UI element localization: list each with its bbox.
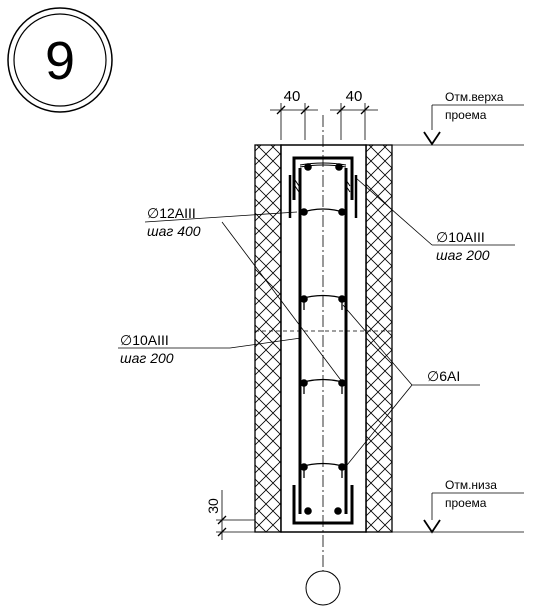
dim-left-40: 40 [284, 88, 301, 105]
rebar-12-spacing: шаг 400 [147, 223, 201, 239]
dim-right-40: 40 [346, 88, 363, 105]
callout-rebar-12: ∅12AIII шаг 400 [144, 205, 344, 384]
callout-stirrup-6: ∅6AI [342, 304, 480, 471]
top-level-label-1: Отм.верха [445, 90, 504, 104]
bottom-dimension: 30 [205, 490, 255, 540]
axis-marker [305, 570, 341, 606]
callout-rebar-10-right: ∅10AIII шаг 200 [355, 177, 515, 263]
bottom-level-label-1: Отм.низа [445, 478, 497, 492]
rebar-12-diameter: ∅12AIII [147, 205, 196, 221]
rebar-10-right-spacing: шаг 200 [436, 247, 490, 263]
bottom-level-mark: Отм.низа проема [392, 478, 524, 534]
rebar-10-right-diameter: ∅10AIII [436, 229, 485, 245]
top-level-mark: Отм.верха проема [392, 90, 524, 146]
callout-rebar-10-left: ∅10AIII шаг 200 [118, 332, 302, 366]
rebar-10-left-spacing: шаг 200 [120, 350, 174, 366]
bottom-level-label-2: проема [445, 496, 487, 510]
dim-cover-30: 30 [205, 498, 221, 514]
rebar-10-left-diameter: ∅10AIII [120, 332, 169, 348]
top-dimensions: 40 40 [270, 88, 378, 140]
stirrup-6-diameter: ∅6AI [427, 368, 460, 384]
right-insulation-layer [365, 144, 393, 533]
left-insulation-layer [254, 144, 282, 533]
top-level-label-2: проема [445, 108, 487, 122]
detail-number-badge: 9 [7, 7, 113, 113]
detail-number: 9 [45, 31, 75, 91]
concrete-lintel-body [280, 144, 367, 533]
